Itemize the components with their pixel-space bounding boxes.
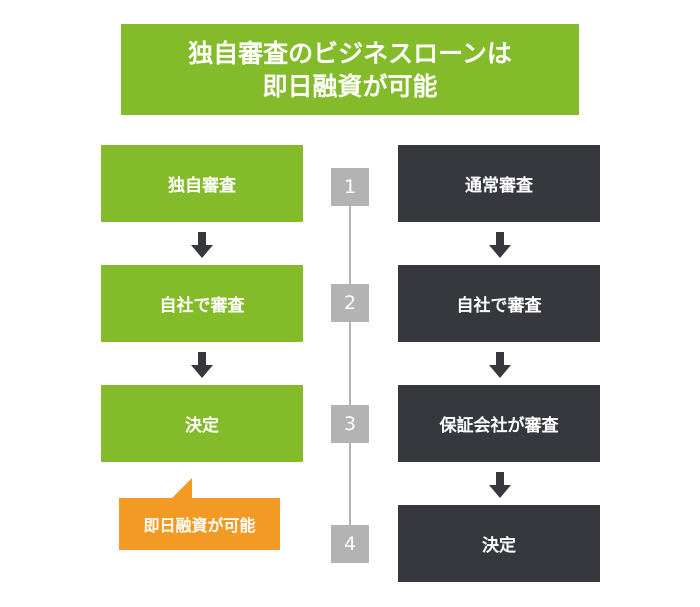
right-step-2: 自社で審査 [398, 265, 600, 342]
step-number-1: 1 [331, 168, 369, 206]
right-arrow-3-icon [489, 472, 511, 498]
title-line-2: 即日融資が可能 [262, 71, 438, 101]
left-step-3: 決定 [101, 385, 303, 462]
right-step-1: 通常審査 [398, 145, 600, 222]
step-number-4: 4 [331, 525, 369, 563]
left-step-1: 独自審査 [101, 145, 303, 222]
callout-badge: 即日融資が可能 [119, 498, 280, 550]
left-step-2: 自社で審査 [101, 265, 303, 342]
right-step-4: 決定 [398, 505, 600, 582]
callout-pointer [170, 478, 192, 500]
diagram-title: 独自審査のビジネスローンは 即日融資が可能 [121, 24, 579, 115]
step-number-2: 2 [331, 284, 369, 322]
left-arrow-2-icon [191, 352, 213, 378]
left-arrow-1-icon [191, 232, 213, 258]
right-arrow-2-icon [489, 352, 511, 378]
step-number-3: 3 [331, 405, 369, 443]
right-step-3: 保証会社が審査 [398, 385, 600, 462]
timeline-line [349, 187, 351, 547]
right-arrow-1-icon [489, 232, 511, 258]
title-line-1: 独自審査のビジネスローンは [188, 38, 512, 68]
